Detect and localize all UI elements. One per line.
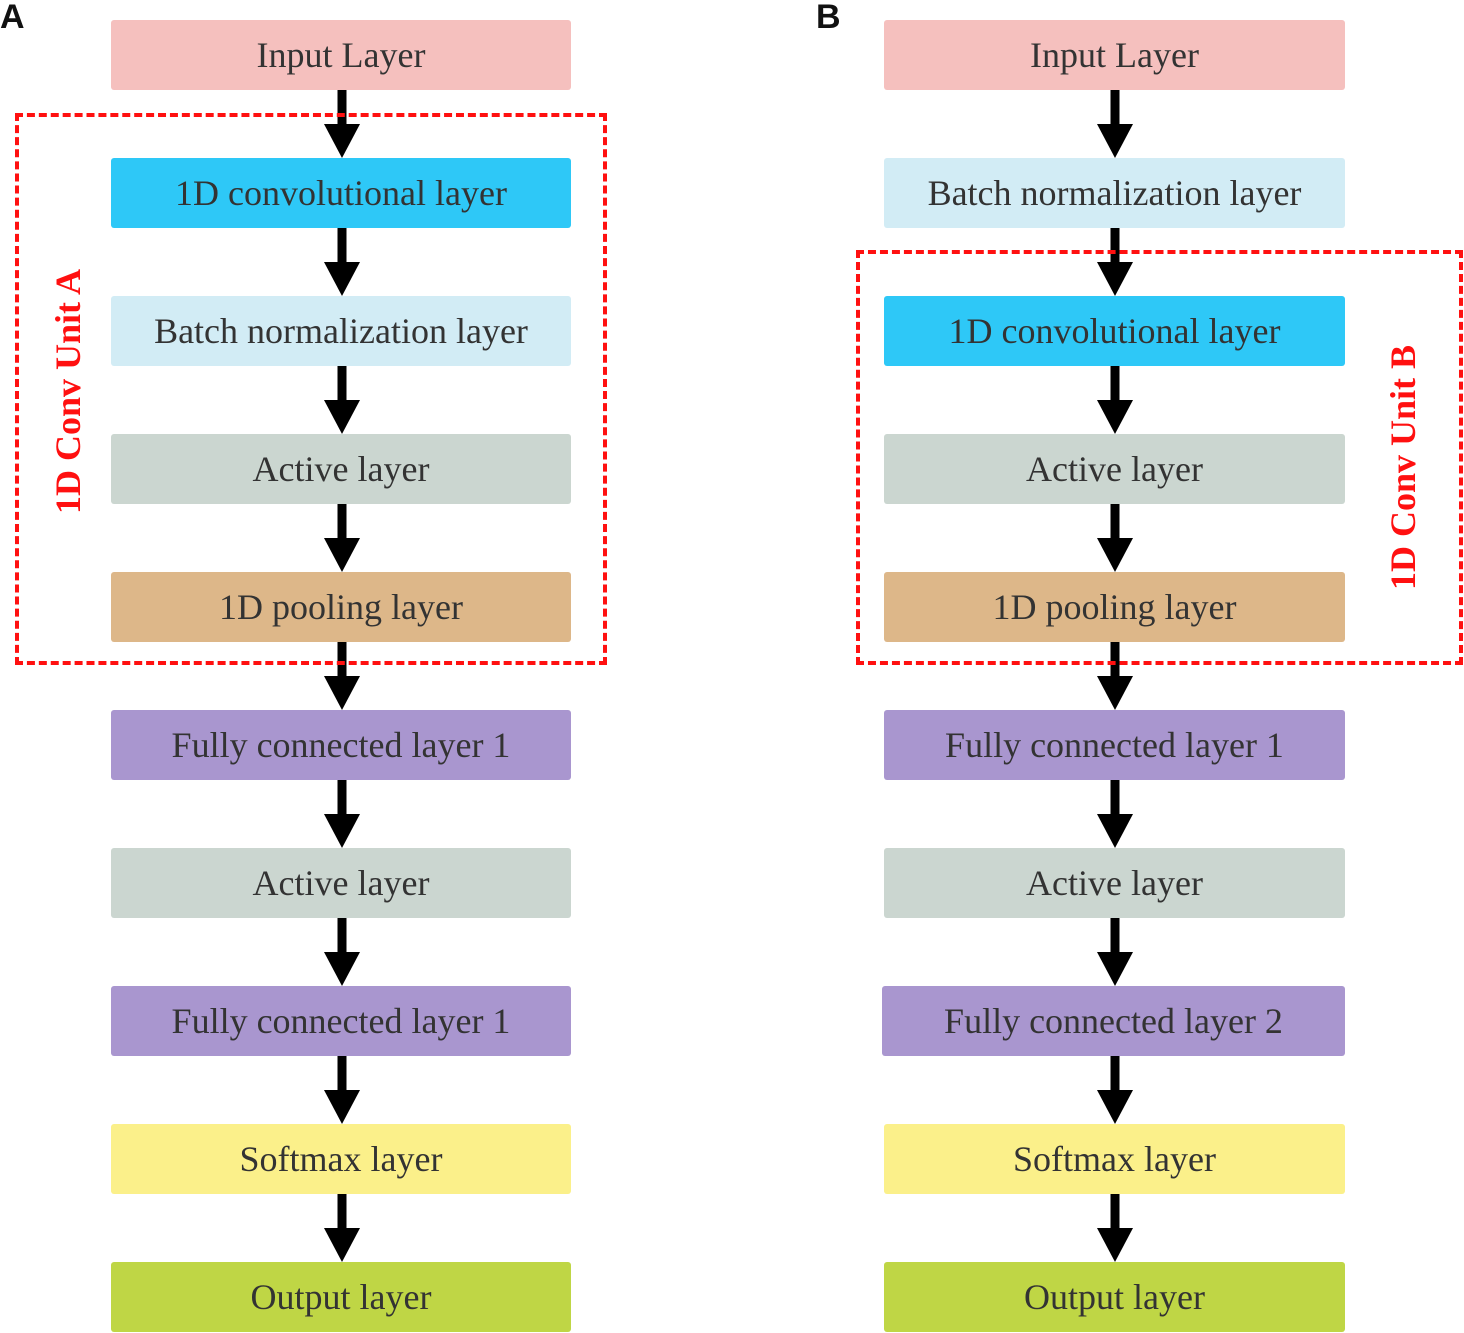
flow-arrow — [322, 228, 362, 296]
arrow-head — [1097, 676, 1133, 710]
layer-batch-norm: Batch normalization layer — [111, 296, 571, 366]
layer-input: Input Layer — [884, 20, 1345, 90]
arrow-head — [324, 262, 360, 296]
layer-pooling: 1D pooling layer — [111, 572, 571, 642]
layer-active: Active layer — [884, 848, 1345, 918]
panel-a: A Input Layer 1D convolutional layer Bat… — [0, 0, 607, 1332]
flow-arrow — [322, 366, 362, 434]
arrow-glyph — [1097, 780, 1133, 848]
arrow-glyph — [1097, 366, 1133, 434]
layer-batch-norm: Batch normalization layer — [884, 158, 1345, 228]
flow-arrow — [1095, 918, 1135, 986]
layer-active: Active layer — [111, 848, 571, 918]
flow-arrow — [322, 1056, 362, 1124]
layer-softmax: Softmax layer — [884, 1124, 1345, 1194]
flow-arrow — [322, 1194, 362, 1262]
flow-arrow — [322, 90, 362, 158]
arrow-shaft — [337, 90, 347, 130]
arrow-glyph — [324, 918, 360, 986]
flow-arrow — [322, 918, 362, 986]
arrow-shaft — [1110, 228, 1120, 268]
arrow-shaft — [1110, 780, 1120, 820]
arrow-head — [324, 676, 360, 710]
arrow-head — [1097, 1228, 1133, 1262]
arrow-head — [324, 538, 360, 572]
layer-output: Output layer — [884, 1262, 1345, 1332]
arrow-head — [1097, 124, 1133, 158]
conv-unit-label: 1D Conv Unit B — [1383, 344, 1423, 590]
arrow-head — [324, 1090, 360, 1124]
panel-b: B Input Layer Batch normalization layer … — [732, 0, 1464, 1333]
arrow-head — [324, 1228, 360, 1262]
arrow-head — [1097, 262, 1133, 296]
layer-active: Active layer — [111, 434, 571, 504]
flow-arrow — [1095, 1056, 1135, 1124]
flow-arrow — [322, 504, 362, 572]
layer-fully-connected: Fully connected layer 1 — [111, 710, 571, 780]
flow-arrow — [1095, 504, 1135, 572]
arrow-glyph — [324, 1056, 360, 1124]
arrow-glyph — [324, 366, 360, 434]
arrow-shaft — [337, 366, 347, 406]
layer-conv: 1D convolutional layer — [111, 158, 571, 228]
arrow-glyph — [1097, 504, 1133, 572]
panel-label: A — [0, 0, 25, 36]
arrow-glyph — [324, 504, 360, 572]
arrow-shaft — [1110, 1056, 1120, 1096]
arrow-glyph — [1097, 642, 1133, 710]
arrow-glyph — [1097, 90, 1133, 158]
panel-label: B — [816, 0, 841, 36]
arrow-head — [1097, 814, 1133, 848]
flow-arrow — [322, 780, 362, 848]
flow-arrow — [1095, 228, 1135, 296]
arrow-head — [324, 400, 360, 434]
arrow-head — [1097, 400, 1133, 434]
arrow-shaft — [337, 504, 347, 544]
arrow-shaft — [337, 1194, 347, 1234]
arrow-glyph — [324, 228, 360, 296]
flow-arrow — [1095, 1194, 1135, 1262]
arrow-head — [324, 952, 360, 986]
arrow-shaft — [337, 1056, 347, 1096]
arrow-glyph — [324, 1194, 360, 1262]
layer-output: Output layer — [111, 1262, 571, 1332]
layer-fully-connected: Fully connected layer 1 — [111, 986, 571, 1056]
arrow-shaft — [1110, 918, 1120, 958]
layer-pooling: 1D pooling layer — [884, 572, 1345, 642]
arrow-glyph — [324, 780, 360, 848]
arrow-shaft — [337, 918, 347, 958]
arrow-glyph — [1097, 228, 1133, 296]
conv-unit-label: 1D Conv Unit A — [48, 268, 88, 514]
layer-fully-connected: Fully connected layer 2 — [882, 986, 1345, 1056]
arrow-glyph — [1097, 1194, 1133, 1262]
layer-active: Active layer — [884, 434, 1345, 504]
layer-softmax: Softmax layer — [111, 1124, 571, 1194]
layer-fully-connected: Fully connected layer 1 — [884, 710, 1345, 780]
arrow-shaft — [1110, 366, 1120, 406]
arrow-head — [324, 124, 360, 158]
arrow-head — [1097, 538, 1133, 572]
arrow-shaft — [337, 228, 347, 268]
arrow-shaft — [1110, 504, 1120, 544]
arrow-head — [324, 814, 360, 848]
flow-arrow — [1095, 90, 1135, 158]
arrow-shaft — [337, 780, 347, 820]
arrow-glyph — [1097, 1056, 1133, 1124]
layer-conv: 1D convolutional layer — [884, 296, 1345, 366]
flow-arrow — [1095, 366, 1135, 434]
arrow-glyph — [324, 642, 360, 710]
layer-input: Input Layer — [111, 20, 571, 90]
arrow-shaft — [1110, 1194, 1120, 1234]
arrow-shaft — [1110, 90, 1120, 130]
flow-arrow — [1095, 780, 1135, 848]
flow-arrow — [1095, 642, 1135, 710]
arrow-glyph — [1097, 918, 1133, 986]
arrow-glyph — [324, 90, 360, 158]
flow-arrow — [322, 642, 362, 710]
arrow-head — [1097, 952, 1133, 986]
arrow-head — [1097, 1090, 1133, 1124]
